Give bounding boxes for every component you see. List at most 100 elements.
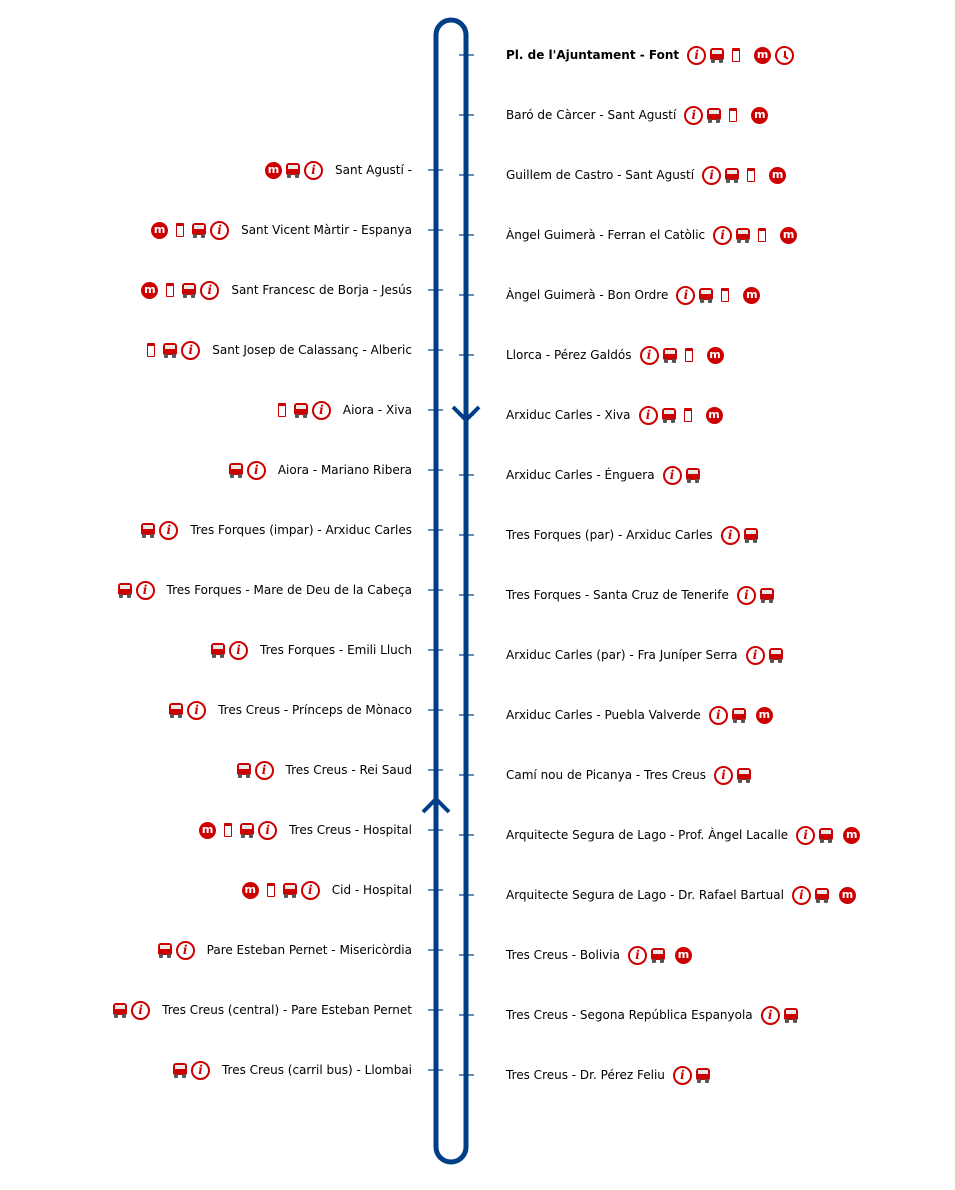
metro-icon: m [751,106,769,124]
sign-icon [166,283,175,297]
left-stop[interactable]: Tres Creus (central) - Pare Esteban Pern… [111,999,412,1021]
left-stop[interactable]: Aiora - Xiva i [272,399,412,421]
stop-name: Cid - Hospital [331,883,412,897]
info-icon: i [200,280,220,300]
stop-name: Aiora - Xiva [342,403,412,417]
stop-service-icons: i [167,700,208,720]
stop-name: Guillem de Castro - Sant Agustí [506,168,695,182]
bus-icon [236,762,251,778]
info-icon: i [638,405,658,425]
stop-service-icons: i [209,640,250,660]
bus-icon [182,282,197,298]
stop-name: Pl. de l'Ajuntament - Font [506,48,680,62]
metro-icon: m [769,166,787,184]
stop-name: Pare Esteban Pernet - Misericòrdia [206,943,412,957]
sign-icon [176,223,185,237]
bus-icon [731,707,746,723]
stop-name: Arquitecte Segura de Lago - Prof. Àngel … [506,828,789,842]
info-icon: i [258,820,278,840]
left-stop[interactable]: Pare Esteban Pernet - Misericòrdia i [156,939,412,961]
stop-name: Sant Josep de Calassanç - Alberic [212,343,412,357]
metro-icon: m [705,406,723,424]
bus-icon [661,407,676,423]
stop-name: Tres Creus - Prínceps de Mònaco [218,703,412,717]
stop-service-icons: i [235,760,276,780]
stop-service-icons: i [227,460,268,480]
left-stop[interactable]: Tres Creus - Prínceps de Mònaco i [167,699,412,721]
stop-service-icons: i [272,400,333,420]
stop-name: Sant Agustí - [335,163,412,177]
bus-icon [157,942,172,958]
stop-service-icons: i [759,1005,800,1025]
bus-icon [736,227,751,243]
info-icon: i [131,1000,151,1020]
bus-icon [768,647,783,663]
bus-icon [710,47,725,63]
right-stop[interactable]: Arquitecte Segura de Lago - Prof. Àngel … [506,824,862,846]
info-icon: i [300,880,320,900]
metro-icon: m [755,706,773,724]
stop-name: Tres Creus (central) - Pare Esteban Pern… [162,1003,412,1017]
metro-icon: m [199,821,217,839]
stop-name: Aiora - Mariano Ribera [277,463,412,477]
bus-icon [743,527,758,543]
right-stop[interactable]: Baró de Càrcer - Sant Agustí i m [506,104,770,126]
stop-name: Àngel Guimerà - Ferran el Catòlic [506,228,706,242]
bus-icon [695,1067,710,1083]
info-icon: i [736,585,756,605]
info-icon: i [187,700,207,720]
left-stop[interactable]: Tres Creus - Rei Saud i [235,759,412,781]
stop-name: Baró de Càrcer - Sant Agustí [506,108,677,122]
metro-icon: m [241,881,259,899]
right-stop[interactable]: Arxiduc Carles - Énguera i [506,464,702,486]
right-stop[interactable]: Arquitecte Segura de Lago - Dr. Rafael B… [506,884,858,906]
bus-icon [662,347,677,363]
sign-icon [147,343,156,357]
metro-icon: m [674,946,692,964]
stop-service-icons: i [661,465,702,485]
info-icon: i [311,400,331,420]
info-icon: i [672,1065,692,1085]
stop-service-icons: i [719,525,760,545]
sign-icon [729,108,738,122]
stop-name: Àngel Guimerà - Bon Ordre [506,288,669,302]
info-icon: i [687,45,707,65]
left-stop[interactable]: Aiora - Mariano Ribera i [227,459,412,481]
info-icon: i [760,1005,780,1025]
info-icon: i [684,105,704,125]
bus-icon [819,827,834,843]
info-icon: i [791,885,811,905]
stop-name: Arxiduc Carles - Énguera [506,468,655,482]
right-stop[interactable]: Arxiduc Carles (par) - Fra Juníper Serra… [506,644,785,666]
stop-name: Tres Creus - Rei Saud [285,763,412,777]
info-icon: i [175,940,195,960]
bus-icon [228,462,243,478]
